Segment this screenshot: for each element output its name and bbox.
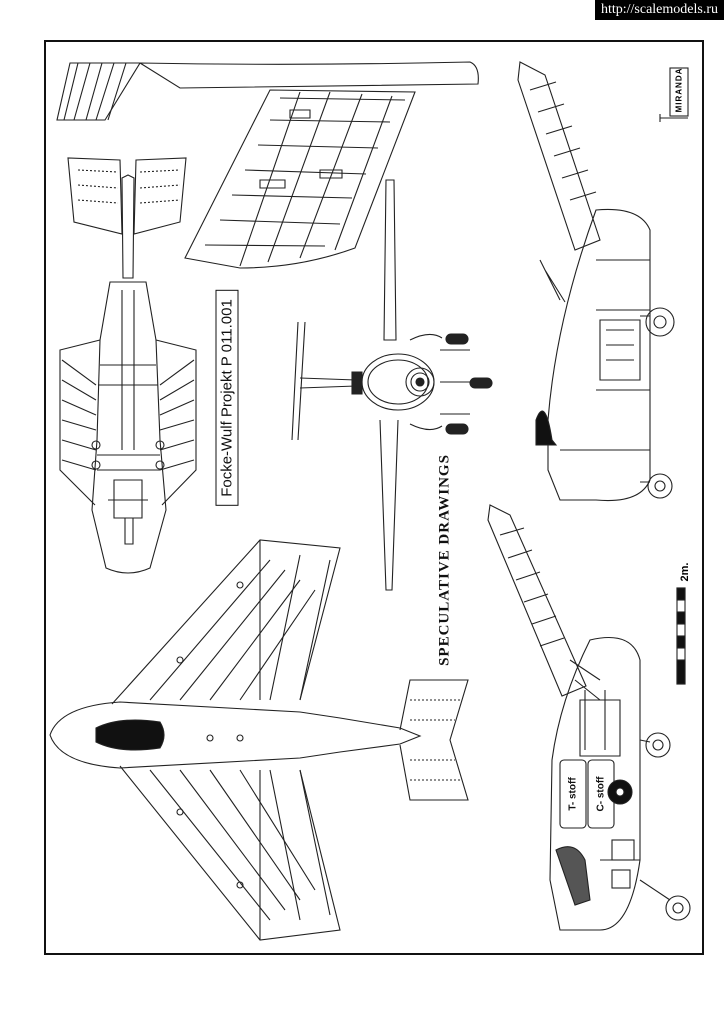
side-view-upper	[517, 61, 675, 502]
scale-bar	[676, 587, 686, 685]
cutaway-side-view	[487, 504, 691, 931]
scale-label: 2m.	[679, 562, 691, 582]
logo-text: MIRANDA	[674, 67, 684, 113]
plan-view	[49, 539, 469, 941]
drawing-subtitle: SPECULATIVE DRAWINGS	[436, 454, 453, 666]
miranda-logo	[659, 67, 689, 122]
bottom-view	[59, 157, 197, 574]
front-view	[291, 179, 493, 591]
wing-detail-top	[56, 61, 479, 269]
drawing-title: Focke-Wulf Projekt P 011.001	[215, 290, 239, 506]
drawing-frame	[44, 40, 704, 955]
watermark[interactable]: http://scalemodels.ru	[594, 0, 724, 20]
c-stoff-label: C- stoff	[595, 776, 607, 812]
t-stoff-label: T- stoff	[567, 777, 579, 811]
